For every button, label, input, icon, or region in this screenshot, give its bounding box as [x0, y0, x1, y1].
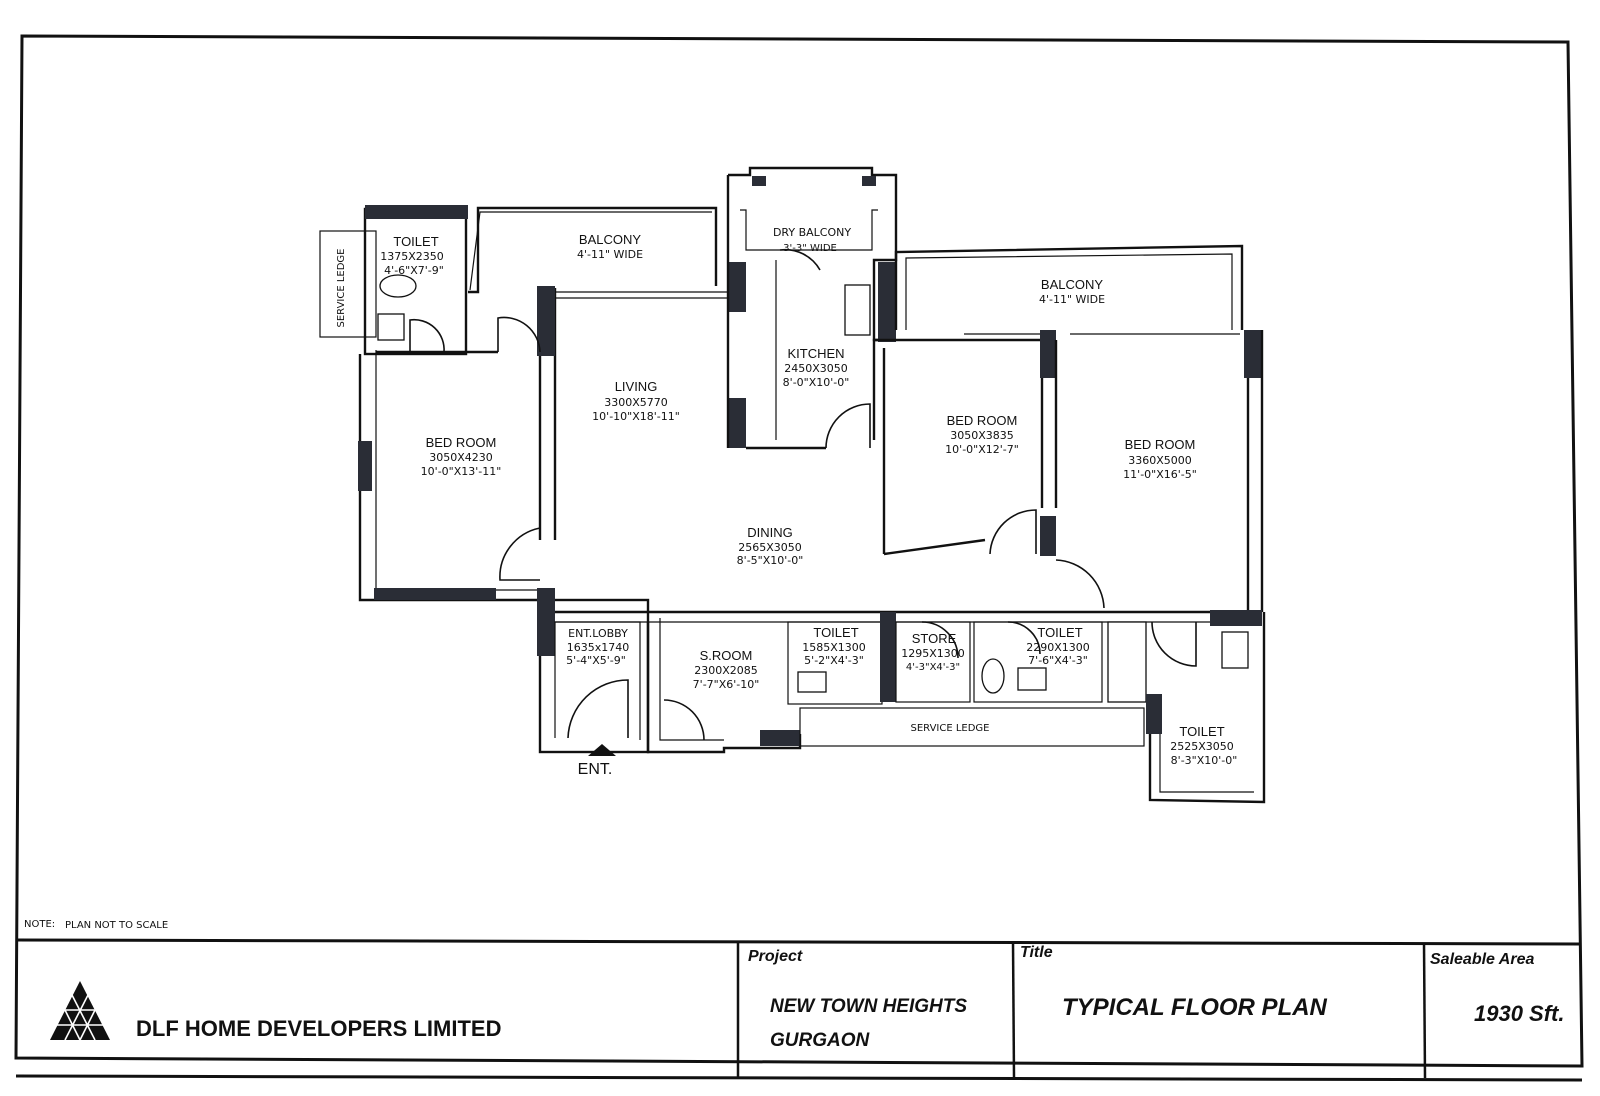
toilet-4-imperial: 8'-3"X10'-0" — [1171, 754, 1238, 767]
dining-imperial: 8'-5"X10'-0" — [737, 554, 804, 567]
balcony-2-width: 4'-11" WIDE — [1039, 293, 1105, 306]
s-room-metric: 2300X2085 — [694, 664, 758, 677]
toilet-3-name: TOILET — [1037, 625, 1082, 640]
title-block-top-line — [15, 938, 1582, 946]
s-room-imperial: 7'-7"X6'-10" — [693, 678, 760, 691]
company-name: DLF HOME DEVELOPERS LIMITED — [136, 1016, 502, 1041]
title-block-divider-2 — [1011, 941, 1016, 1078]
door-ent-lobby — [567, 679, 629, 739]
bedroom-3-metric: 3360X5000 — [1128, 454, 1192, 467]
dlf-logo-icon — [50, 981, 110, 1041]
dry-balcony-width: 3'-3" WIDE — [783, 243, 837, 254]
toilet-4-basin-icon — [1221, 631, 1249, 669]
store-imperial: 4'-3"X4'-3" — [906, 662, 960, 673]
bedroom-3-name: BED ROOM — [1125, 437, 1196, 452]
room-labels: SERVICE LEDGE TOILET 1375X2350 4'-6"X7'-… — [336, 226, 1237, 778]
door-toilet-4 — [1151, 621, 1197, 667]
bedroom-2-outline — [872, 338, 1044, 508]
entrance-label: ENT. — [578, 761, 613, 778]
bedroom-2-imperial: 10'-0"X12'-7" — [945, 443, 1019, 456]
balcony-1-width: 4'-11" WIDE — [577, 248, 643, 261]
toilet-1-metric: 1375X2350 — [380, 250, 444, 263]
toilet-1-imperial: 4'-6"X7'-9" — [384, 264, 444, 277]
store-name: STORE — [912, 631, 957, 646]
ent-lobby-outline — [538, 598, 650, 754]
toilet-3-imperial: 7'-6"X4'-3" — [1028, 654, 1088, 667]
door-bedroom-1 — [497, 316, 541, 353]
saleable-area-value: 1930 Sft. — [1474, 1001, 1565, 1026]
kitchen-sink-icon — [844, 284, 871, 336]
service-ledge-left-label: SERVICE LEDGE — [336, 249, 347, 328]
toilet-3-outline — [973, 621, 1103, 703]
sheet-border — [14, 34, 1584, 1068]
title-block-bottom-line — [15, 1074, 1583, 1082]
toilet-3-metric: 2290X1300 — [1026, 641, 1090, 654]
kitchen-name: KITCHEN — [787, 346, 844, 361]
toilet-2-name: TOILET — [813, 625, 858, 640]
living-imperial: 10'-10"X18'-11" — [592, 410, 680, 423]
toilet-1-basin-icon — [377, 313, 405, 341]
project-label: Project — [748, 948, 803, 965]
toilet-2-metric: 1585X1300 — [802, 641, 866, 654]
toilet-2-basin-icon — [797, 671, 827, 693]
saleable-area-label: Saleable Area — [1430, 951, 1535, 968]
balcony-2-name: BALCONY — [1041, 277, 1103, 292]
drawing-title: TYPICAL FLOOR PLAN — [1062, 994, 1327, 1021]
dry-balcony-name: DRY BALCONY — [773, 226, 851, 239]
door-dry-balcony — [779, 248, 821, 271]
bedroom-1-metric: 3050X4230 — [429, 451, 493, 464]
toilet-3-wc-icon — [981, 658, 1005, 694]
title-block-divider-3 — [1422, 942, 1427, 1079]
toilet-2-imperial: 5'-2"X4'-3" — [804, 654, 864, 667]
door-bedroom-1-living — [499, 527, 541, 581]
ent-lobby-name: ENT.LOBBY — [568, 627, 628, 640]
door-toilet-3 — [1007, 621, 1041, 655]
floor-plan — [319, 166, 1266, 804]
balcony-2-outline — [894, 244, 1244, 330]
kitchen-imperial: 8'-0"X10'-0" — [783, 376, 850, 389]
bedroom-1-name: BED ROOM — [426, 435, 497, 450]
bedroom-3-imperial: 11'-0"X16'-5" — [1123, 468, 1197, 481]
service-ledge-left — [319, 230, 377, 338]
living-name: LIVING — [615, 379, 658, 394]
balcony-1-outline — [468, 206, 718, 294]
service-ledge-bottom — [799, 707, 1145, 747]
door-bedroom-3 — [1055, 559, 1105, 609]
kitchen-outline — [728, 166, 898, 342]
kitchen-metric: 2450X3050 — [784, 362, 848, 375]
living-metric: 3300X5770 — [604, 396, 668, 409]
door-kitchen — [825, 403, 871, 449]
door-bedroom-2 — [989, 509, 1037, 555]
toilet-4-outline — [1148, 612, 1266, 804]
ent-lobby-metric: 1635x1740 — [567, 641, 630, 654]
door-store — [921, 621, 959, 659]
store-outline — [895, 621, 971, 703]
bedroom-2-metric: 3050X3835 — [950, 429, 1014, 442]
dining-metric: 2565X3050 — [738, 541, 802, 554]
ent-lobby-imperial: 5'-4"X5'-9" — [566, 654, 626, 667]
note-text: PLAN NOT TO SCALE — [65, 920, 168, 931]
store-metric: 1295X1300 — [901, 647, 965, 660]
dining-name: DINING — [747, 525, 793, 540]
s-room-name: S.ROOM — [700, 648, 753, 663]
door-s-room — [663, 699, 705, 741]
title-label: Title — [1020, 944, 1053, 961]
entrance-arrow-icon — [588, 744, 616, 756]
toilet-1-name: TOILET — [393, 234, 438, 249]
project-name: NEW TOWN HEIGHTS — [770, 996, 968, 1017]
toilet-4-metric: 2525X3050 — [1170, 740, 1234, 753]
balcony-1-name: BALCONY — [579, 232, 641, 247]
toilet-4-name: TOILET — [1179, 724, 1224, 739]
toilet-1-wc-icon — [379, 274, 417, 298]
bedroom-2-name: BED ROOM — [947, 413, 1018, 428]
bedroom-1-imperial: 10'-0"X13'-11" — [421, 465, 502, 478]
note-prefix: NOTE: — [24, 919, 55, 930]
project-location: GURGAON — [770, 1030, 870, 1051]
door-toilet-1 — [409, 318, 445, 353]
toilet-3-basin-icon — [1017, 667, 1047, 691]
service-ledge-bottom-label: SERVICE LEDGE — [911, 723, 990, 734]
